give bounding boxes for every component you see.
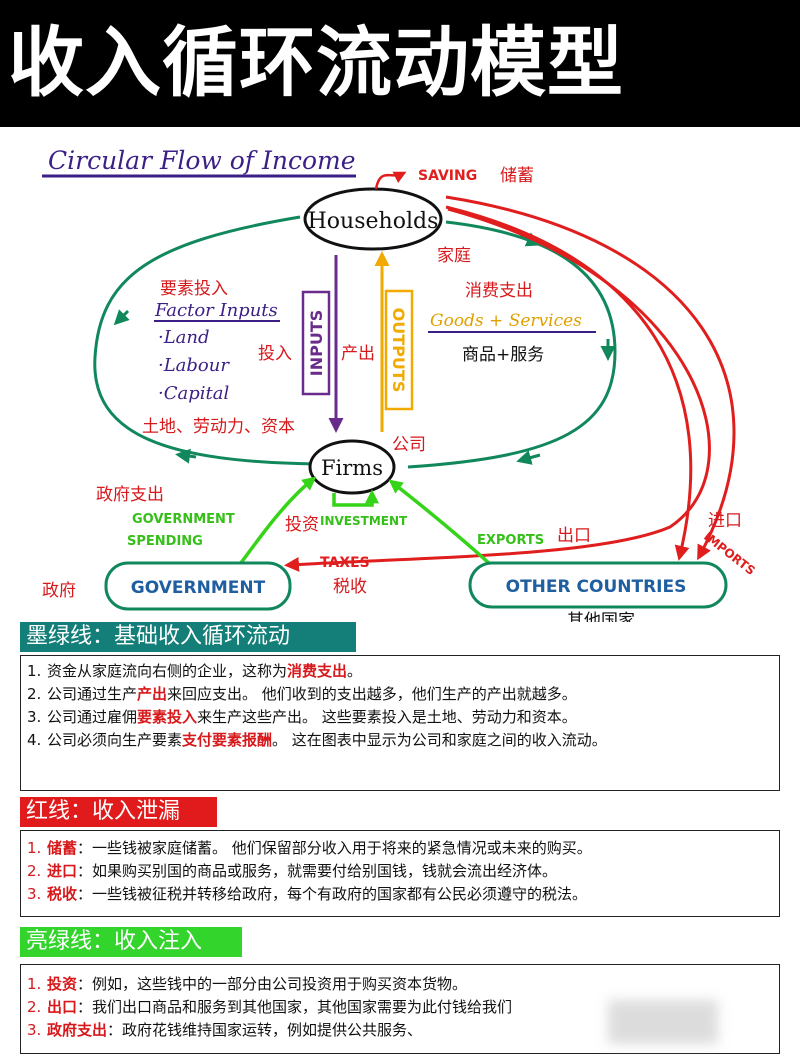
other-countries-node bbox=[468, 561, 728, 609]
factor-land: ·Land bbox=[158, 327, 210, 348]
factor-inputs-label: Factor Inputs bbox=[154, 300, 278, 321]
exports-label: EXPORTS bbox=[477, 533, 544, 548]
government-cn-label: 政府 bbox=[42, 581, 76, 601]
outputs-cn-label: 产出 bbox=[341, 344, 375, 364]
imports-line-outer bbox=[445, 195, 736, 561]
dark-green-flow-loop bbox=[93, 215, 319, 466]
taxes-line bbox=[284, 207, 711, 572]
goods-services-label: Goods + Services bbox=[430, 311, 582, 331]
diagram-en-title: Circular Flow of Income bbox=[48, 146, 356, 175]
section-red-heading: 红线：收入泄漏 bbox=[20, 797, 217, 827]
list-item: 3.公司通过雇佣要素投入来生产这些产出。 这些要素投入是土地、劳动力和资本。 bbox=[27, 708, 577, 726]
factor-capital: ·Capital bbox=[158, 383, 229, 404]
list-item: 2.出口：我们出口商品和服务到其他国家，其他国家需要为此付钱给我们 bbox=[27, 998, 513, 1016]
other-countries-label: OTHER COUNTRIES bbox=[506, 577, 687, 597]
exports-cn-label: 出口 bbox=[557, 526, 591, 546]
circular-flow-diagram: Circular Flow of Income Households 家庭 Fi… bbox=[42, 146, 758, 622]
list-item: 3.政府支出：政府花钱维持国家运转，例如提供公共服务、 bbox=[27, 1021, 423, 1039]
inputs-box bbox=[301, 290, 331, 396]
imports-cn-label: 进口 bbox=[708, 511, 742, 531]
saving-label: SAVING bbox=[418, 168, 477, 184]
households-label: Households bbox=[308, 209, 439, 234]
gov-spending-cn-label: 政府支出 bbox=[96, 485, 164, 505]
blurred-watermark bbox=[608, 1000, 718, 1044]
investment-label: INVESTMENT bbox=[320, 514, 408, 528]
other-countries-cn-label: 其他国家 bbox=[567, 611, 635, 622]
outputs-box bbox=[384, 289, 414, 411]
list-item: 2.公司通过生产产出来回应支出。 他们收到的支出越多，他们生产的产出就越多。 bbox=[27, 685, 577, 703]
investment-arrow bbox=[332, 489, 379, 507]
goods-services-cn-label: 商品+服务 bbox=[462, 345, 544, 365]
inputs-label: INPUTS bbox=[307, 310, 326, 377]
green-arrow-left-bottom bbox=[175, 448, 197, 464]
factors-cn-label: 土地、劳动力、资本 bbox=[142, 417, 295, 437]
green-arrow-left-top bbox=[113, 309, 130, 326]
page-title: 收入循环流动模型 bbox=[8, 18, 624, 107]
exports-arrow bbox=[388, 479, 492, 566]
inputs-cn-label: 投入 bbox=[258, 344, 292, 364]
households-cn-label: 家庭 bbox=[437, 246, 471, 266]
firms-cn-label: 公司 bbox=[392, 435, 426, 455]
green-arrow-top-right bbox=[519, 232, 542, 247]
taxes-label: TAXES bbox=[320, 555, 370, 571]
outputs-label: OUTPUTS bbox=[389, 308, 408, 393]
gov-spending-label-1: GOVERNMENT bbox=[132, 512, 235, 527]
firms-node bbox=[308, 439, 396, 495]
section-dark-green-box: 1.资金从家庭流向右侧的企业，这称为消费支出。 2.公司通过生产产出来回应支出。… bbox=[20, 655, 780, 791]
green-arrow-bottom-right bbox=[516, 450, 541, 465]
section-light-green-heading: 亮绿线：收入注入 bbox=[20, 927, 242, 957]
investment-cn-label: 投资 bbox=[285, 515, 319, 535]
list-item: 4.公司必须向生产要素支付要素报酬。 这在图表中显示为公司和家庭之间的收入流动。 bbox=[27, 731, 607, 749]
list-item: 3.税收：一些钱被征税并转移给政府，每个有政府的国家都有公民必须遵守的税法。 bbox=[27, 885, 588, 903]
section-dark-green-heading: 墨绿线：基础收入循环流动 bbox=[20, 622, 356, 652]
list-item: 1.资金从家庭流向右侧的企业，这称为消费支出。 bbox=[27, 662, 363, 680]
saving-arrow bbox=[374, 171, 407, 190]
households-node bbox=[303, 187, 443, 251]
title-bar: 收入循环流动模型 bbox=[0, 0, 800, 127]
factor-inputs-cn-label: 要素投入 bbox=[160, 279, 228, 299]
taxes-cn-label: 税收 bbox=[333, 577, 367, 597]
government-node bbox=[104, 561, 292, 611]
imports-line-inner bbox=[445, 205, 693, 561]
firms-label: Firms bbox=[321, 456, 383, 480]
list-item: 2.进口：如果购买别国的商品或服务，就需要付给别国钱，钱就会流出经济体。 bbox=[27, 862, 558, 880]
gov-spending-label-2: SPENDING bbox=[127, 534, 203, 549]
saving-cn-label: 储蓄 bbox=[500, 166, 534, 186]
gov-spending-arrow bbox=[236, 476, 317, 569]
government-label: GOVERNMENT bbox=[131, 578, 266, 598]
list-item: 1.储蓄：一些钱被家庭储蓄。 他们保留部分收入用于将来的紧急情况或未来的购买。 bbox=[27, 839, 592, 857]
consumption-cn-label: 消费支出 bbox=[465, 281, 533, 301]
list-item: 1.投资：例如，这些钱中的一部分由公司投资用于购买资本货物。 bbox=[27, 975, 468, 993]
factor-labour: ·Labour bbox=[158, 355, 230, 376]
section-red-box: 1.储蓄：一些钱被家庭储蓄。 他们保留部分收入用于将来的紧急情况或未来的购买。 … bbox=[20, 830, 780, 917]
